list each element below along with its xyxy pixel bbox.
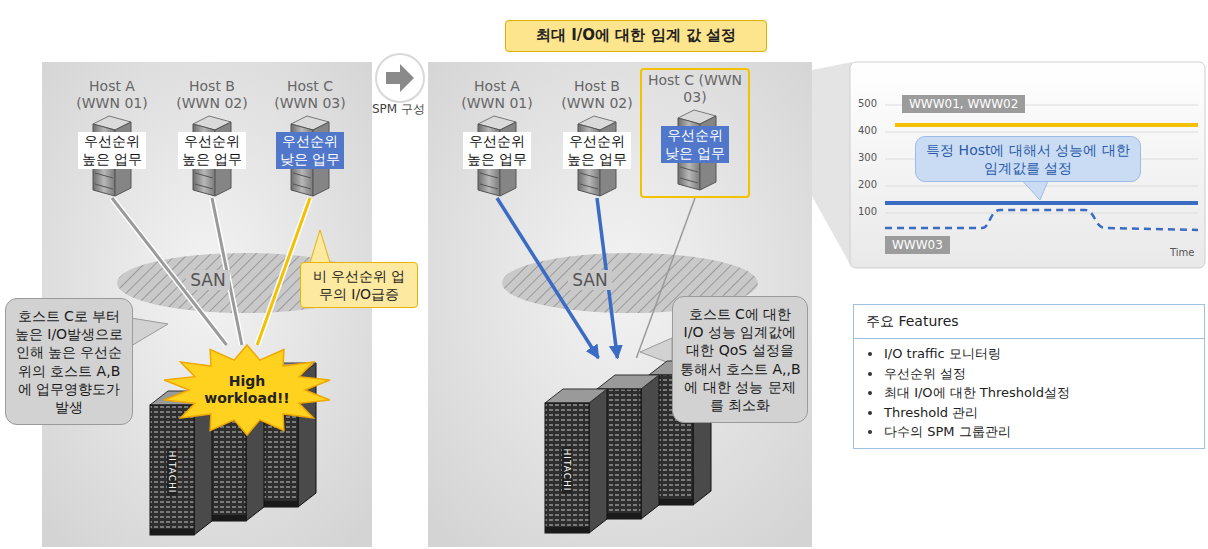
rack-top bbox=[545, 389, 607, 403]
node-heading: SAN bbox=[568, 270, 611, 290]
threshold-bubble: 특정 Host에 대해서 성능에 대한 임계값를 설정 bbox=[915, 136, 1141, 182]
node-heading: 특정 Host에 대해서 성능에 대한 임계값를 설정 bbox=[924, 141, 1132, 177]
axis-tick: 200 bbox=[858, 179, 877, 190]
step-label: SPM 구성 bbox=[372, 101, 425, 118]
server-slot bbox=[195, 173, 213, 178]
callout-tail bbox=[309, 230, 331, 266]
host-server: Host A (WWN 01) 우선순위 높은 업무 bbox=[452, 76, 542, 198]
node-heading: Host B (WWN 02) bbox=[167, 76, 257, 112]
server-slot bbox=[680, 167, 698, 172]
axis-tick: 400 bbox=[858, 125, 877, 136]
server-slot bbox=[95, 173, 113, 178]
server-slot bbox=[293, 173, 311, 178]
chart-grid bbox=[885, 105, 1198, 213]
axis-title: Time bbox=[1170, 247, 1194, 258]
rack-base bbox=[150, 529, 194, 535]
node-heading: Host A (WWN 01) bbox=[452, 76, 542, 112]
node-text: Threshold 관리 bbox=[854, 403, 1204, 423]
node-text: 다수의 SPM 그룹관리 bbox=[854, 422, 1204, 442]
server-slot bbox=[580, 184, 598, 189]
node-text: 우선순위 높은 업무 bbox=[563, 132, 631, 169]
node-heading: 호스트 C로 부터 높은 I/O발생으로 인해 높은 우선순위의 호스트 A,B… bbox=[12, 307, 126, 416]
host-server: Host C (WWN 03) 우선순위 낮은 업무 bbox=[640, 68, 750, 198]
workload-burst: High workload!! bbox=[162, 345, 332, 435]
san-label: SAN bbox=[552, 270, 628, 290]
axis-tick: 500 bbox=[858, 98, 877, 109]
title-callout: 최대 I/O에 대한 임계 값 설정 bbox=[505, 20, 767, 52]
bullet bbox=[868, 411, 872, 415]
node-heading: 비 우선순위 업무의 I/O급증 bbox=[307, 267, 411, 303]
node-heading: Host C (WWN 03) bbox=[265, 76, 355, 112]
node-text: 우선순위 설정 bbox=[854, 364, 1204, 384]
host-server: Host A (WWN 01) 우선순위 높은 업무 bbox=[67, 76, 157, 198]
node-heading: Host A (WWN 01) bbox=[67, 76, 157, 112]
server-slot bbox=[480, 184, 498, 189]
node-heading: Host C (WWN 03) bbox=[642, 70, 748, 106]
feature-list: 주요 FeaturesI/O traffic 모니터링우선순위 설정최대 I/O… bbox=[853, 304, 1205, 449]
series-label: WWW01, WWW02 bbox=[902, 95, 1025, 113]
node-heading: Host B (WWN 02) bbox=[552, 76, 642, 112]
rack-top bbox=[597, 375, 659, 389]
callout-tail bbox=[131, 318, 168, 346]
right-panel bbox=[428, 62, 812, 547]
server-slot bbox=[293, 184, 311, 189]
zoom-beam bbox=[812, 62, 852, 268]
san-label: SAN bbox=[170, 270, 246, 290]
server-slot bbox=[480, 173, 498, 178]
host-server: Host B (WWN 02) 우선순위 높은 업무 bbox=[552, 76, 642, 198]
rack-front bbox=[150, 405, 194, 535]
chart-panel bbox=[850, 62, 1205, 268]
host-server: Host B (WWN 02) 우선순위 높은 업무 bbox=[167, 76, 257, 198]
node-heading: 주요 Features bbox=[854, 305, 1204, 339]
threshold-line-low bbox=[885, 201, 1198, 205]
callout-tail bbox=[640, 338, 672, 364]
node-text: 우선순위 높은 업무 bbox=[78, 132, 146, 169]
node-heading: SAN bbox=[186, 270, 229, 290]
axis-tick: 100 bbox=[858, 206, 877, 217]
warning-callout: 비 우선순위 업무의 I/O급증 bbox=[300, 262, 418, 308]
brand-label: HITACHI bbox=[167, 449, 177, 496]
node-heading: HITACHI bbox=[562, 447, 572, 494]
node-text: I/O traffic 모니터링 bbox=[854, 344, 1204, 364]
note-callout: 호스트 C로 부터 높은 I/O발생으로 인해 높은 우선순위의 호스트 A,B… bbox=[5, 298, 133, 425]
node-text: 우선순위 낮은 업무 bbox=[276, 132, 344, 169]
node-heading: 최대 I/O에 대한 임계 값 설정 bbox=[514, 26, 758, 46]
bullet bbox=[868, 430, 872, 434]
node-heading: WWW01, WWW02 bbox=[909, 96, 1018, 112]
bullet bbox=[868, 352, 872, 356]
step-arrow bbox=[386, 64, 414, 92]
node-heading: WWW03 bbox=[892, 237, 943, 253]
threshold-line-high bbox=[895, 123, 1198, 127]
step-circle bbox=[376, 54, 424, 102]
series-label: WWW03 bbox=[885, 236, 950, 254]
bullet bbox=[868, 372, 872, 376]
node-text: 우선순위 낮은 업무 bbox=[661, 126, 729, 163]
rack-side bbox=[589, 389, 607, 533]
server-slot bbox=[95, 184, 113, 189]
node-text: 최대 I/O에 대한 Threshold설정 bbox=[854, 383, 1204, 403]
rack-base bbox=[545, 527, 589, 533]
host-server: Host C (WWN 03) 우선순위 낮은 업무 bbox=[265, 76, 355, 198]
server-slot bbox=[195, 184, 213, 189]
rack-side bbox=[641, 375, 659, 519]
io-trace bbox=[885, 210, 1198, 230]
burst-outline bbox=[164, 345, 330, 435]
bullet bbox=[868, 391, 872, 395]
node-heading: 호스트 C에 대한 I/O 성능 임계값에 대한 QoS 설정을 통해서 호스트… bbox=[679, 305, 801, 414]
server-slot bbox=[680, 178, 698, 183]
rack-front bbox=[545, 403, 589, 533]
node-heading: High workload!! bbox=[199, 373, 295, 407]
axis-tick: 300 bbox=[858, 152, 877, 163]
node-text: 우선순위 높은 업무 bbox=[463, 132, 531, 169]
node-text: 우선순위 높은 업무 bbox=[178, 132, 246, 169]
note-callout: 호스트 C에 대한 I/O 성능 임계값에 대한 QoS 설정을 통해서 호스트… bbox=[672, 296, 808, 423]
server-slot bbox=[580, 173, 598, 178]
